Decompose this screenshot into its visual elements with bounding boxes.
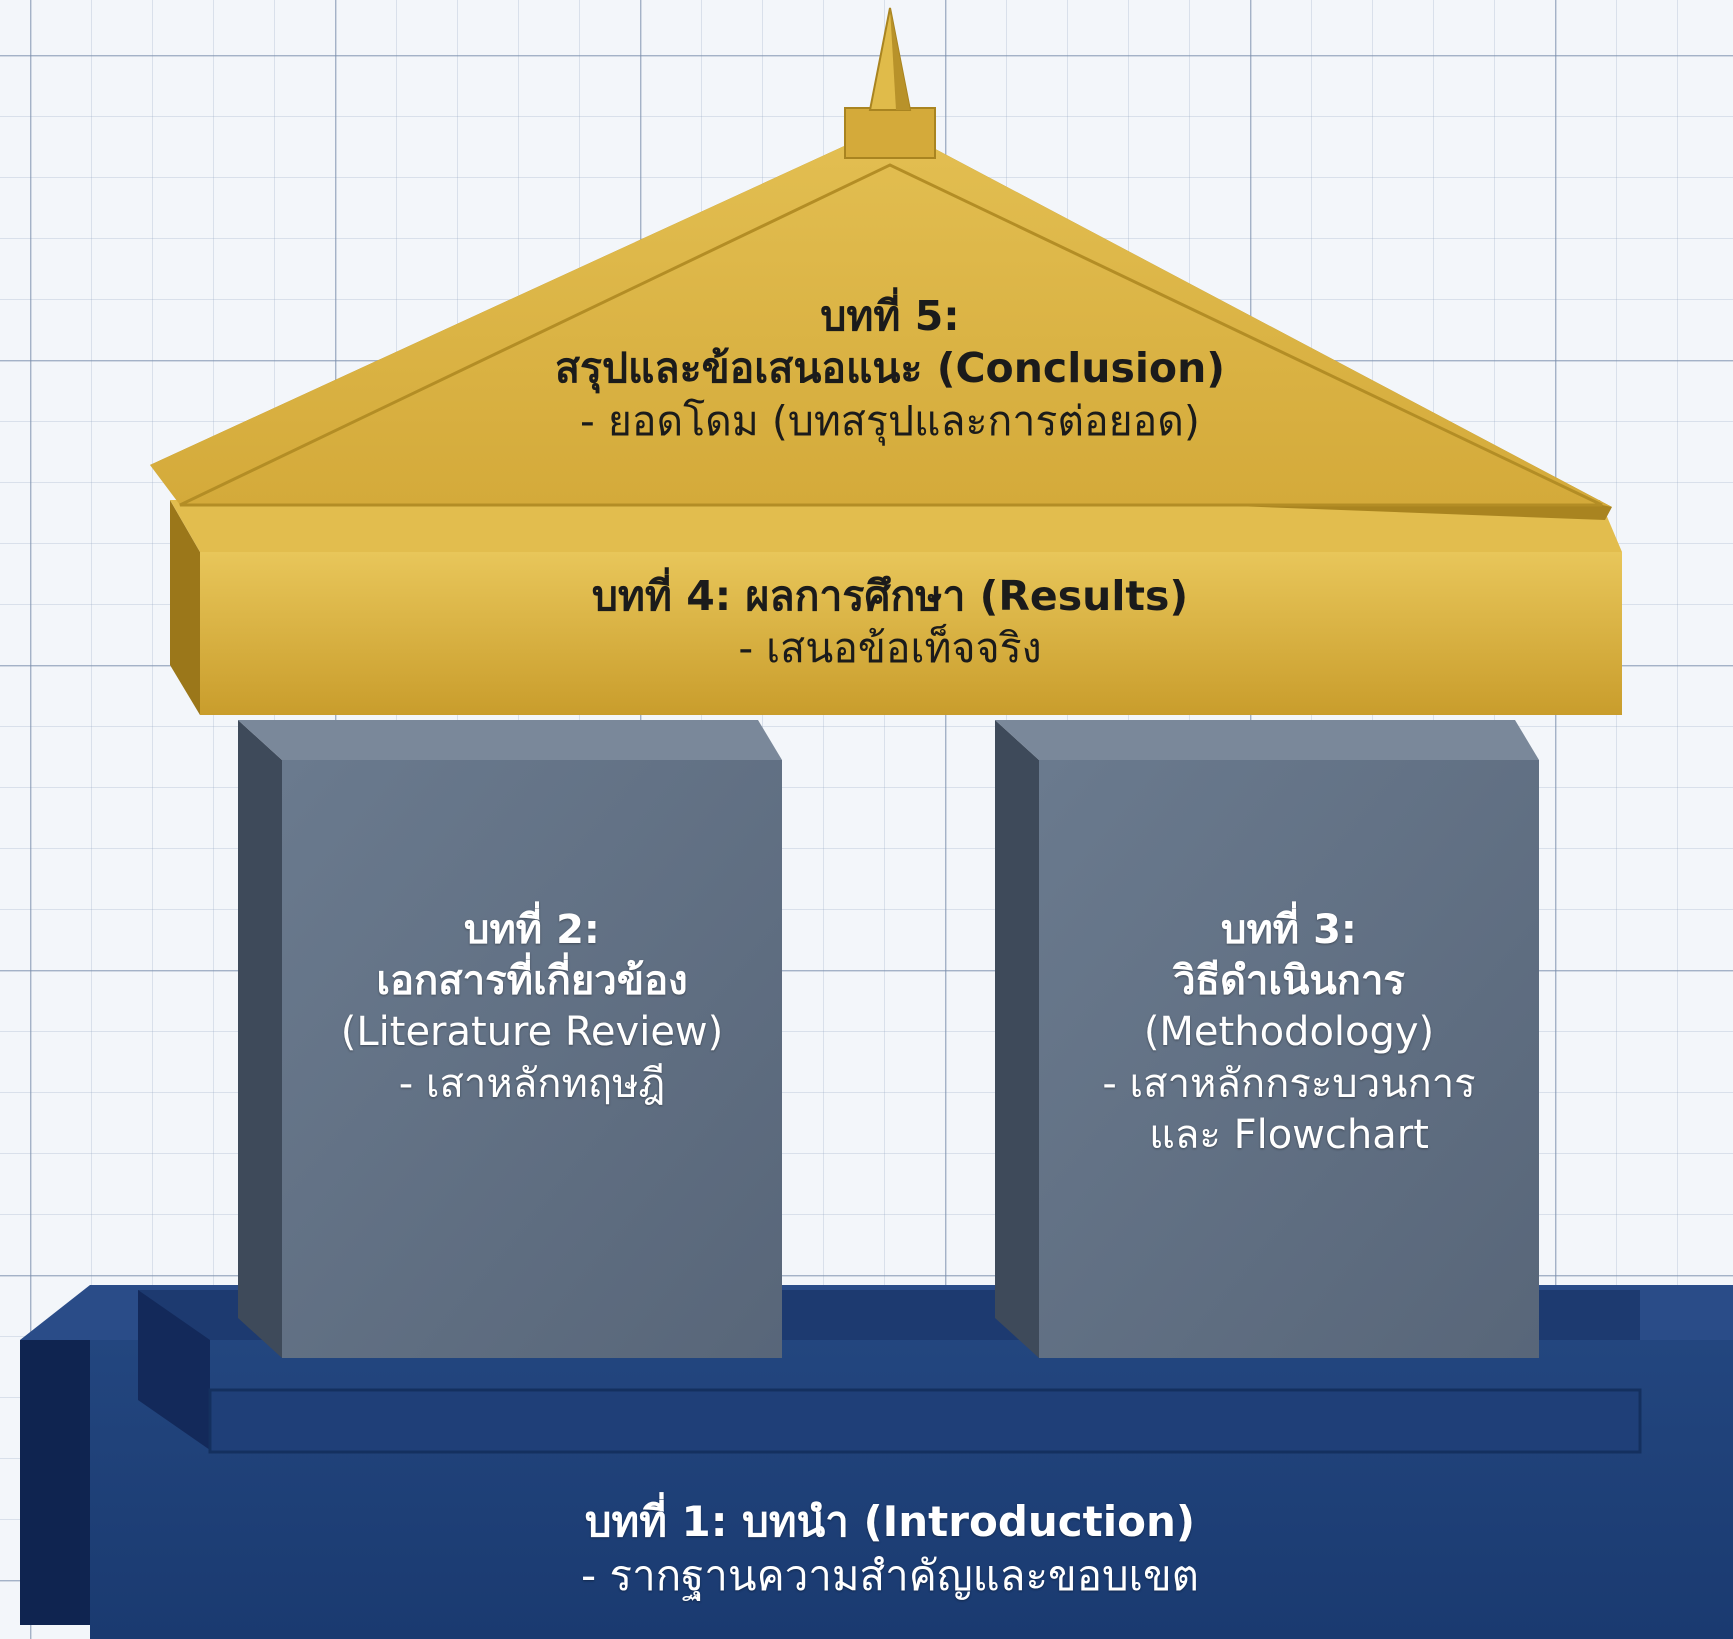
pillar-chapter-2	[238, 720, 782, 1358]
beam-top	[170, 500, 1622, 552]
chapter-2-title: บทที่ 2:	[464, 907, 600, 953]
beam-front	[200, 552, 1622, 715]
base-step-front	[208, 1388, 1642, 1454]
roof-front	[150, 125, 1612, 507]
roof-chapter-5	[150, 7, 1612, 520]
beam-side	[170, 500, 200, 715]
pillar-chapter-3	[995, 720, 1539, 1358]
chapter-3-label: บทที่ 3: วิธีดำเนินการ (Methodology) - เ…	[1039, 905, 1539, 1161]
pillar-left-side	[238, 720, 282, 1358]
chapter-3-name-en: (Methodology)	[1143, 1009, 1435, 1056]
chapter-1-desc: - รากฐานความสำคัญและขอบเขต	[581, 1550, 1199, 1600]
roof-spire-shade	[890, 8, 910, 110]
chapter-3-desc: - เสาหลักกระบวนการ	[1102, 1060, 1476, 1107]
chapter-5-title: บทที่ 5:	[820, 292, 960, 340]
chapter-4-label: บทที่ 4: ผลการศึกษา (Results) - เสนอข้อเ…	[300, 570, 1480, 675]
chapter-2-label: บทที่ 2: เอกสารที่เกี่ยวข้อง (Literature…	[282, 905, 782, 1110]
chapter-5-name: สรุปและข้อเสนอแนะ (Conclusion)	[554, 344, 1225, 393]
foundation-side	[20, 1340, 90, 1625]
chapter-2-name: เอกสารที่เกี่ยวข้อง	[376, 958, 688, 1005]
chapter-5-desc: - ยอดโดม (บทสรุปและการต่อยอด)	[580, 396, 1200, 445]
chapter-2-desc: - เสาหลักทฤษฎี	[398, 1060, 666, 1107]
chapter-1-title: บทที่ 1: บทนำ (Introduction)	[584, 1497, 1196, 1546]
chapter-4-title: บทที่ 4: ผลการศึกษา (Results)	[591, 572, 1189, 620]
pillar-right-side	[995, 720, 1039, 1358]
pillar-left-top	[238, 720, 782, 760]
beam-chapter-4	[170, 500, 1622, 715]
chapter-5-label: บทที่ 5: สรุปและข้อเสนอแนะ (Conclusion) …	[440, 290, 1340, 447]
pillar-left-front	[282, 760, 782, 1358]
roof-inner-line	[179, 163, 1603, 507]
roof-finial-base	[844, 107, 936, 159]
chapter-2-name-en: (Literature Review)	[340, 1009, 724, 1056]
chapter-3-desc-2: และ Flowchart	[1149, 1111, 1429, 1158]
chapter-1-label: บทที่ 1: บทนำ (Introduction) - รากฐานควา…	[300, 1495, 1480, 1603]
base-step-side	[138, 1290, 210, 1450]
chapter-3-name: วิธีดำเนินการ	[1173, 958, 1405, 1005]
chapter-4-desc: - เสนอข้อเท็จจริง	[738, 624, 1042, 673]
chapter-3-title: บทที่ 3:	[1221, 907, 1357, 953]
pillar-right-front	[1039, 760, 1539, 1358]
pillar-right-top	[995, 720, 1539, 760]
